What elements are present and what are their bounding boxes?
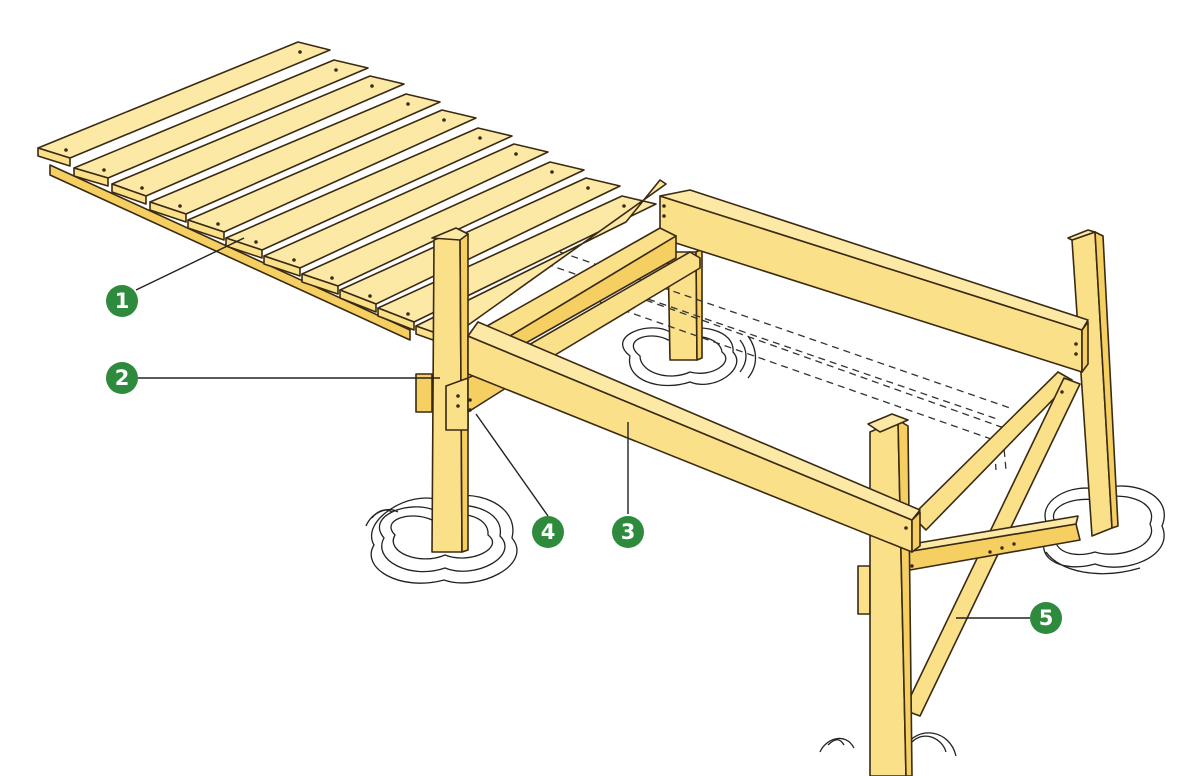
callout-2-label: 2 [115,366,130,390]
deck-board [225,127,513,259]
side-stringer [467,321,921,553]
callout-1-label: 1 [115,289,130,313]
cross-bracing [903,371,1081,717]
callout-4-label: 4 [541,520,556,544]
rear-rail [659,189,1089,373]
leader-1 [135,237,245,291]
back-right-post [1043,229,1165,575]
front-right-post [819,413,957,776]
decking-boards [37,41,667,347]
deck-board [149,93,441,223]
support-joists [479,227,701,365]
callout-5-label: 5 [1039,606,1054,630]
deck-board [263,143,549,277]
callout-3-label: 3 [621,520,636,544]
leader-4 [475,413,549,517]
deck-board [187,109,477,241]
deck-board [339,177,621,313]
deck-board [111,75,405,205]
callout-1: 1 [106,285,138,317]
leader-lines [135,237,1030,619]
deck-board [73,59,369,187]
callout-5: 5 [1030,602,1062,634]
callout-2: 2 [106,362,138,394]
callout-4: 4 [532,516,564,548]
callout-3: 3 [612,516,644,548]
deck-board [301,161,585,295]
deck-board [37,41,331,167]
